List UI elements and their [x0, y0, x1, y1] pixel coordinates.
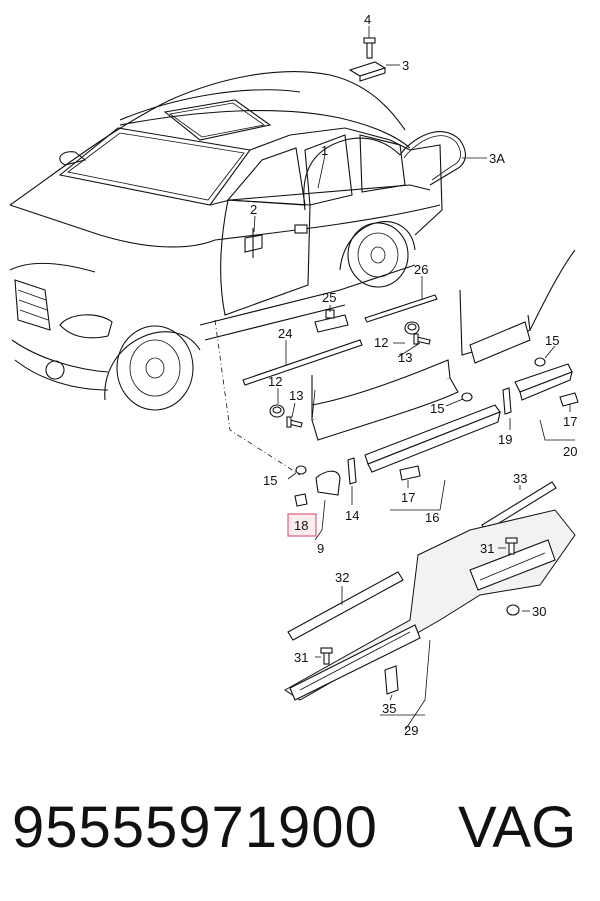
callout-3a: 3A [489, 151, 505, 166]
callout-4: 4 [364, 12, 371, 27]
screw-31-lower [320, 647, 333, 665]
callout-14: 14 [345, 508, 359, 523]
end-cap-9 [315, 470, 341, 496]
callout-31-lower: 31 [294, 650, 308, 665]
trim-strip-24 [242, 339, 363, 386]
callout-20: 20 [563, 444, 577, 459]
roof-bracket-3 [348, 61, 387, 82]
clip-18 [294, 493, 308, 507]
callout-35: 35 [382, 701, 396, 716]
callout-26: 26 [414, 262, 428, 277]
footer: 95555971900 VAG [0, 780, 600, 880]
callout-2: 2 [250, 202, 257, 217]
leader-lines [253, 26, 575, 731]
clip-15-right [534, 357, 546, 367]
highlight-box-18 [287, 513, 317, 537]
running-board-29 [284, 509, 576, 701]
door-moulding-front [311, 359, 459, 441]
grommet-12-upper [404, 321, 420, 335]
clip-30 [506, 604, 520, 616]
callout-17-lower: 17 [401, 490, 415, 505]
callout-32: 32 [335, 570, 349, 585]
car-illustration [9, 71, 443, 476]
callout-33: 33 [513, 471, 527, 486]
callout-3: 3 [402, 58, 409, 73]
callout-16: 16 [425, 510, 439, 525]
callout-1: 1 [321, 143, 328, 158]
callout-13-upper: 13 [398, 350, 412, 365]
callout-labels: 4 3 1 3A 2 26 25 24 12 13 12 13 15 15 17… [250, 12, 577, 738]
bracket-35 [384, 665, 399, 695]
callout-12-lower: 12 [268, 374, 282, 389]
scuff-plate-32 [287, 571, 404, 641]
door-seal-1 [303, 137, 401, 211]
hinge-2 [244, 228, 263, 258]
strip-19 [502, 387, 512, 415]
callout-24: 24 [278, 326, 292, 341]
callout-15-mid: 15 [430, 401, 444, 416]
part-number-label: 95555971900 [12, 795, 378, 860]
callout-12-upper: 12 [374, 335, 388, 350]
rear-seal-3a [399, 131, 466, 186]
callout-15-left: 15 [263, 473, 277, 488]
callout-18: 18 [294, 518, 308, 533]
callout-13-lower: 13 [289, 388, 303, 403]
callout-31-upper: 31 [480, 541, 494, 556]
sill-moulding-16 [364, 404, 501, 473]
callout-9: 9 [317, 541, 324, 556]
clip-25 [314, 309, 349, 333]
screw-13-upper [413, 333, 431, 345]
clip-17-lower [399, 465, 421, 481]
trim-strip-26 [364, 294, 438, 323]
brand-label: VAG [458, 795, 577, 860]
grommet-12-lower [269, 404, 285, 418]
clip-15-mid [461, 392, 473, 402]
callout-15-right: 15 [545, 333, 559, 348]
strip-14 [347, 457, 357, 485]
screw-13-lower [286, 416, 303, 428]
door-moulding-rear [469, 321, 531, 364]
callout-19: 19 [498, 432, 512, 447]
clip-17-right [559, 392, 579, 407]
callout-29: 29 [404, 723, 418, 738]
screw-31-upper [505, 537, 518, 555]
callout-30: 30 [532, 604, 546, 619]
screw-4 [363, 37, 376, 59]
callout-17-right: 17 [563, 414, 577, 429]
clip-15-left [295, 465, 307, 475]
exploded-view-svg: 4 3 1 3A 2 26 25 24 12 13 12 13 15 15 17… [9, 12, 579, 738]
rear-moulding-20 [514, 363, 573, 401]
callout-25: 25 [322, 290, 336, 305]
